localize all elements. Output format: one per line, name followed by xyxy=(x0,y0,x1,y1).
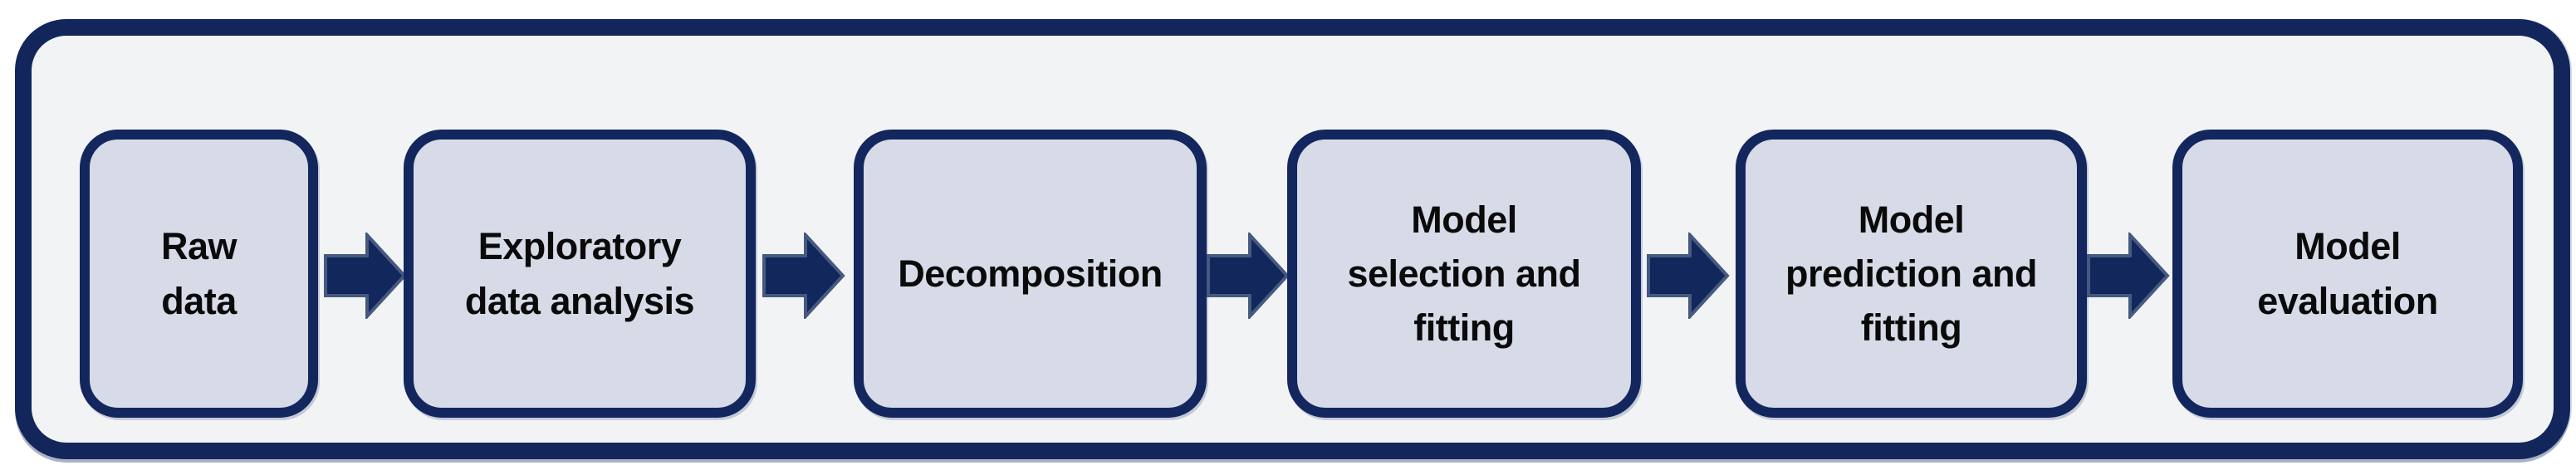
step-label-model-selection-fitting: Model selection and fitting xyxy=(1347,198,1581,350)
step-box-decomposition: Decomposition xyxy=(854,130,1207,418)
step-label-model-prediction-fitting: Model prediction and fitting xyxy=(1785,198,2038,350)
step-label-decomposition: Decomposition xyxy=(898,252,1163,295)
workflow-container: Raw data Exploratory data analysis Decom… xyxy=(15,19,2570,459)
step-label-raw-data: Raw data xyxy=(160,225,238,322)
step-box-model-evaluation: Model evaluation xyxy=(2172,130,2523,418)
step-box-model-selection-fitting: Model selection and fitting xyxy=(1287,130,1641,418)
arrow-right-icon xyxy=(1207,233,1290,319)
arrow-right-icon xyxy=(2087,233,2170,319)
arrow-right-icon xyxy=(324,233,407,319)
step-box-model-prediction-fitting: Model prediction and fitting xyxy=(1736,130,2087,418)
arrow-right-icon xyxy=(1647,233,1730,319)
step-box-exploratory-data-analysis: Exploratory data analysis xyxy=(404,130,756,418)
step-box-raw-data: Raw data xyxy=(80,130,318,418)
step-label-exploratory-data-analysis: Exploratory data analysis xyxy=(464,225,695,322)
arrow-right-icon xyxy=(762,233,845,319)
step-label-model-evaluation: Model evaluation xyxy=(2257,225,2438,322)
